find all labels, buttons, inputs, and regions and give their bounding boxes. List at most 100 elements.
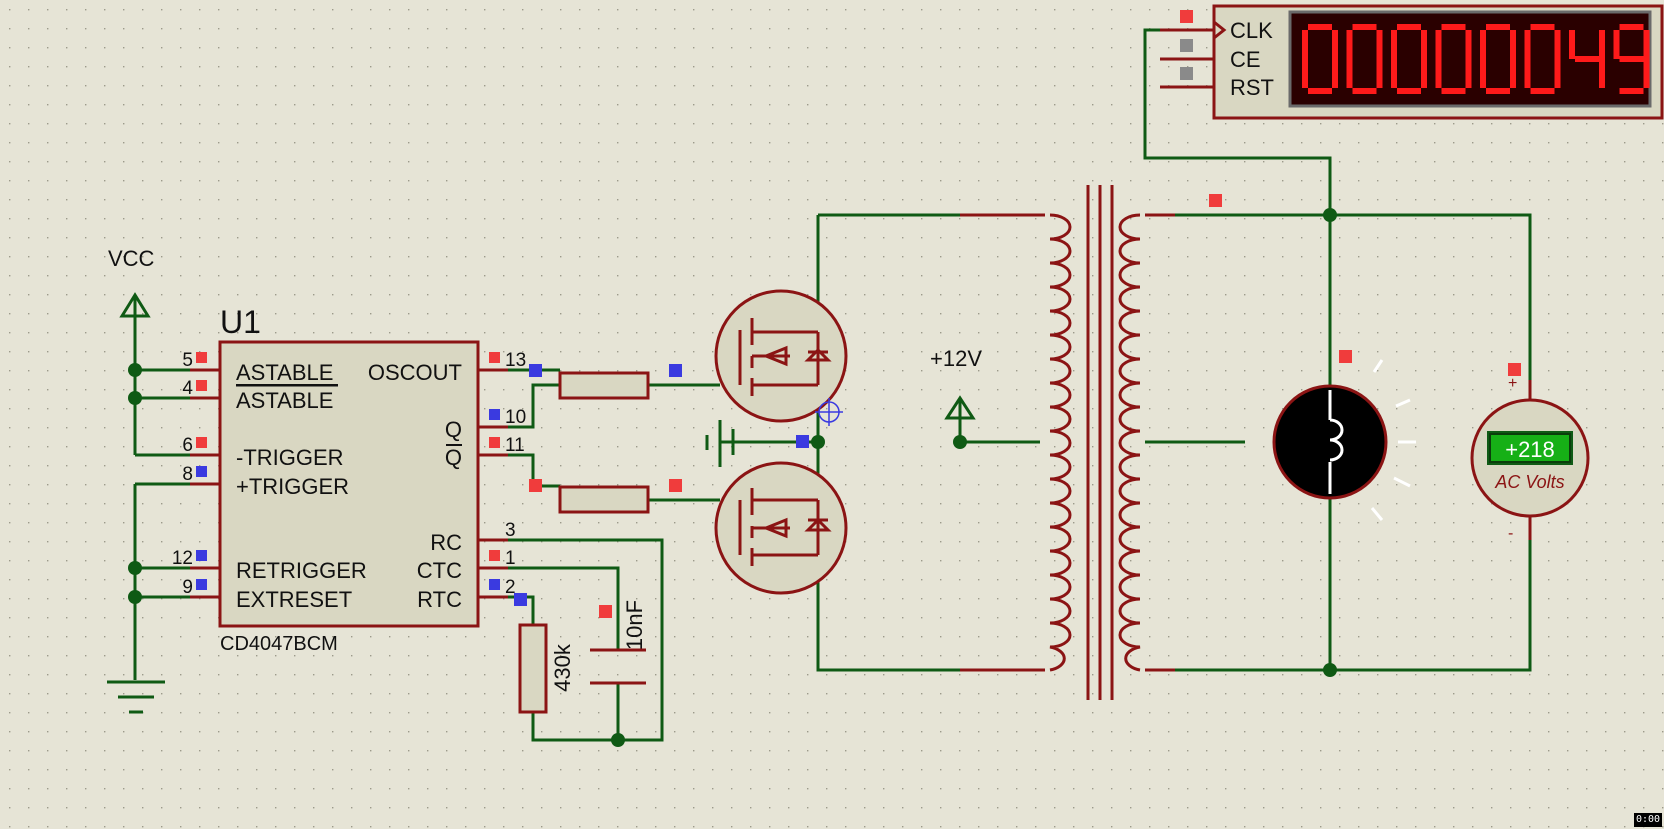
mosfet-upper[interactable] [714,289,848,423]
lamp-load[interactable] [1272,359,1416,521]
digit-segment [1352,24,1377,30]
digit-segment [1569,30,1575,59]
digit-segment [1613,30,1620,59]
wires [133,28,1532,742]
digit-segment [1346,59,1353,88]
counter-timer[interactable]: CLK CE RST [1160,4,1664,120]
digit-segment [1486,88,1510,94]
cursor-crosshair-icon [815,398,843,426]
digit-segment [1480,59,1486,88]
digit-segment [1302,30,1308,59]
counter-digit [1569,30,1605,88]
digit-segment [1554,59,1561,88]
pin-label-q-bar: Q [445,445,462,470]
digit-segment [1376,59,1383,88]
pin-num: 5 [182,350,193,371]
digit-segment [1530,24,1555,30]
mosfet-lower[interactable] [714,461,848,595]
digit-segment [1510,59,1516,88]
power-12v-terminal[interactable]: +12V [930,346,982,442]
pin-label-extreset: EXTRESET [236,587,352,612]
gate-resistor-2[interactable] [558,485,650,514]
digit-segment [1643,30,1650,59]
digit-segment [1421,30,1427,59]
ground-terminal[interactable] [107,680,165,714]
pin-label-astable-n: ASTABLE [236,388,333,413]
timing-capacitor[interactable]: 10nF [590,600,647,685]
digit-segment [1421,59,1427,88]
digit-segment [1376,30,1383,59]
digit-segment [1465,59,1472,88]
ic-u1[interactable]: U1 CD4047BCM ASTABLE ASTABLE -TRIGGER +T… [172,304,526,655]
pin-num: 4 [182,378,193,399]
digit-segment [1352,88,1377,94]
pin-num: 8 [182,464,193,485]
ic-part: CD4047BCM [220,633,338,655]
digit-segment [1619,88,1644,94]
digit-segment [1332,30,1338,59]
digit-segment [1480,30,1486,59]
digit-segment [1397,24,1421,30]
digit-segment [1599,59,1605,88]
counter-digit [1613,24,1650,94]
counter-digit [1435,24,1472,94]
digit-segment [1465,30,1472,59]
digit-segment [1391,30,1397,59]
pin-num: 13 [505,350,526,371]
v12-label: +12V [930,346,982,371]
counter-pin-clk: CLK [1230,18,1273,43]
counter-digit [1346,24,1383,94]
resistor-value-label: 430k [550,643,575,692]
timing-resistor[interactable]: 430k [518,623,575,714]
digit-segment [1619,24,1644,30]
capacitor-value-label: 10nF [622,600,647,650]
transformer[interactable] [960,185,1175,700]
digit-segment [1530,88,1555,94]
counter-pin-rst: RST [1230,75,1274,100]
pin-num: 12 [172,548,193,569]
counter-pin-ce: CE [1230,47,1261,72]
pin-num: 1 [505,548,516,569]
digit-segment [1332,59,1338,88]
sim-time-status: 0:00 [1634,813,1662,827]
pin-label-q: Q [445,417,462,442]
digit-segment [1643,59,1650,88]
digit-segment [1435,30,1442,59]
digit-segment [1619,56,1644,62]
source-ground-symbol [705,420,722,467]
voltmeter-unit: AC Volts [1494,472,1564,492]
digit-segment [1510,30,1516,59]
gate-resistor-1[interactable] [558,371,650,400]
pin-num: 9 [182,577,193,598]
pin-num: 11 [505,435,525,456]
digit-segment [1524,30,1531,59]
digit-segment [1441,24,1466,30]
digit-segment [1554,30,1561,59]
pin-label-ptrigger: +TRIGGER [236,474,349,499]
voltmeter-minus: - [1508,525,1513,542]
vcc-label: VCC [108,246,155,271]
digit-segment [1397,88,1421,94]
digit-segment [1308,24,1332,30]
pin-label-rc: RC [430,530,462,555]
digit-segment [1599,30,1605,59]
ac-voltmeter[interactable]: +218 AC Volts + - [1470,375,1590,542]
pin-label-rtc: RTC [417,587,462,612]
digit-segment [1308,88,1332,94]
digit-segment [1435,59,1442,88]
pin-label-retrigger: RETRIGGER [236,558,367,583]
ic-ref: U1 [220,304,261,340]
digit-segment [1346,30,1353,59]
digit-segment [1391,59,1397,88]
counter-digit [1524,24,1561,94]
pin-num: 6 [182,435,193,456]
digit-segment [1575,56,1599,62]
pin-state-markers [196,10,1521,618]
pin-label-ctc: CTC [417,558,462,583]
pin-label-ntrigger: -TRIGGER [236,445,344,470]
vcc-terminal[interactable]: VCC [108,246,155,318]
pin-label-oscout: OSCOUT [368,360,462,385]
voltmeter-reading: +218 [1505,437,1555,462]
counter-digit [1480,24,1516,94]
voltmeter-plus: + [1508,375,1517,392]
